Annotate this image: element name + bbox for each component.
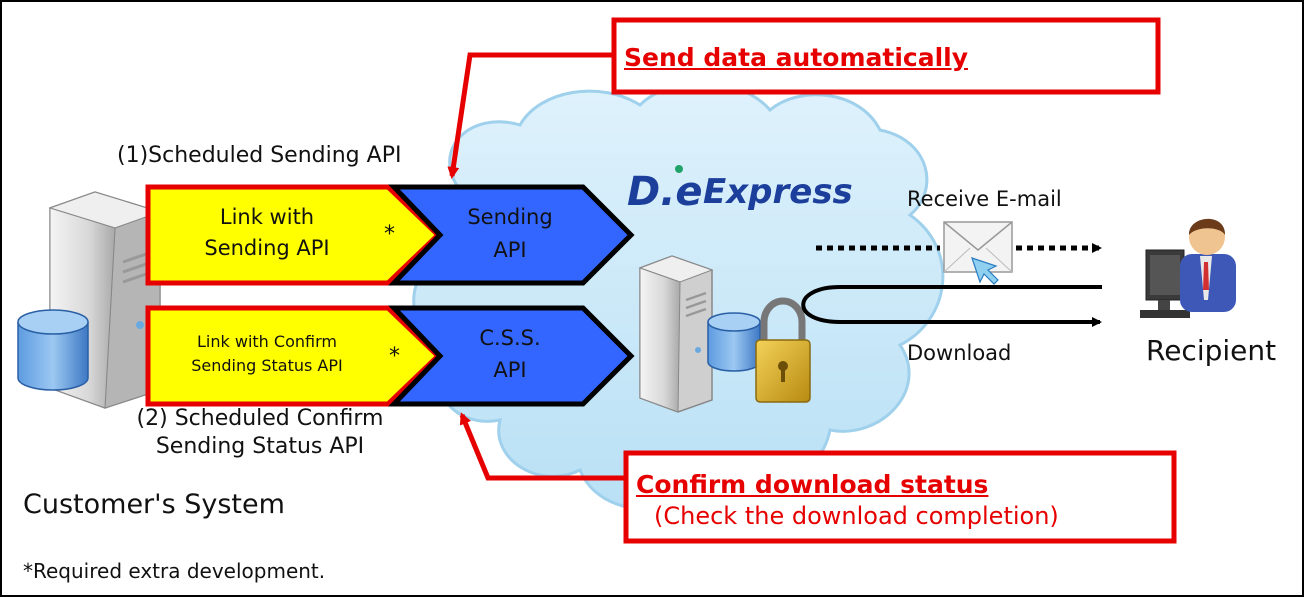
- link-sending-arrow: [145, 184, 442, 286]
- link-confirm-asterisk: *: [389, 344, 400, 369]
- label-scheduled-confirm-line1: (2) Scheduled Confirm: [136, 406, 384, 431]
- envelope-icon: [943, 221, 1013, 285]
- link-confirm-arrow: [145, 305, 442, 407]
- label-customer-system: Customer's System: [23, 489, 285, 520]
- callout-confirm-box: [623, 450, 1177, 544]
- download-arrow: [801, 285, 1102, 327]
- label-download: Download: [907, 341, 1012, 365]
- padlock-icon: [755, 297, 811, 403]
- callout-send-box: [611, 17, 1161, 95]
- person-computer-icon: [1140, 218, 1236, 318]
- sending-api-arrow: [388, 184, 635, 286]
- send-connector-arrow: [447, 52, 614, 179]
- link-sending-asterisk: *: [384, 222, 395, 247]
- link-sending-line1: Link with: [219, 205, 315, 229]
- sending-api-line2: API: [493, 238, 527, 262]
- callout-confirm-subtitle: (Check the download completion): [654, 502, 1059, 530]
- link-sending-line2: Sending API: [204, 236, 330, 260]
- database-icon-cloud: [707, 312, 761, 372]
- database-icon-customer: [17, 309, 89, 391]
- callout-confirm-title: Confirm download status: [636, 470, 989, 499]
- logo-word: Express: [703, 172, 853, 212]
- de-express-logo: D.e Express: [627, 165, 853, 215]
- label-receive-email: Receive E-mail: [907, 187, 1062, 211]
- css-api-line1: C.S.S.: [479, 326, 541, 350]
- label-scheduled-confirm-line2: Sending Status API: [155, 434, 365, 459]
- label-recipient: Recipient: [1146, 334, 1277, 367]
- logo-mark: D.e: [627, 169, 703, 215]
- sending-api-line1: Sending: [467, 205, 553, 229]
- link-confirm-line1: Link with Confirm: [197, 332, 337, 351]
- css-api-arrow: [388, 305, 635, 407]
- callout-send-text: Send data automatically: [624, 43, 969, 72]
- css-api-line2: API: [493, 358, 527, 382]
- link-confirm-line2: Sending Status API: [191, 356, 343, 375]
- server-icon-cloud: [638, 255, 714, 413]
- confirm-connector-arrow: [459, 412, 626, 481]
- label-scheduled-sending: (1)Scheduled Sending API: [117, 143, 402, 168]
- label-required-note: *Required extra development.: [23, 559, 326, 583]
